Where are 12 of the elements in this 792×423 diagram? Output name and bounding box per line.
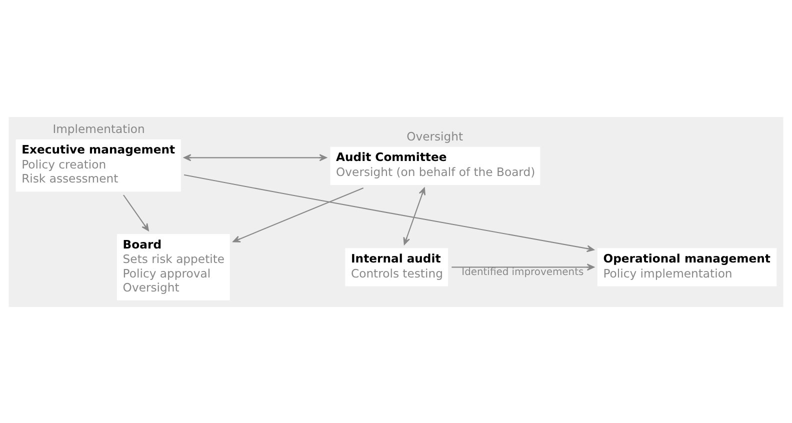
arrow bbox=[232, 186, 364, 242]
arrow bbox=[184, 154, 327, 161]
node-label: Implementation bbox=[52, 121, 145, 136]
node-box: Audit Committee Oversight (on behalf of the Board) bbox=[330, 146, 540, 185]
arrow bbox=[184, 174, 594, 252]
arrow bbox=[452, 263, 594, 270]
edge-label: Identified improvements bbox=[462, 266, 584, 278]
node-box: Operational management Policy implementation bbox=[597, 248, 777, 286]
node-box: Board Sets risk appetite Policy approval Oversight bbox=[117, 233, 230, 300]
arrow bbox=[403, 186, 426, 244]
node-label: Oversight bbox=[406, 128, 464, 143]
arrow bbox=[123, 194, 149, 231]
